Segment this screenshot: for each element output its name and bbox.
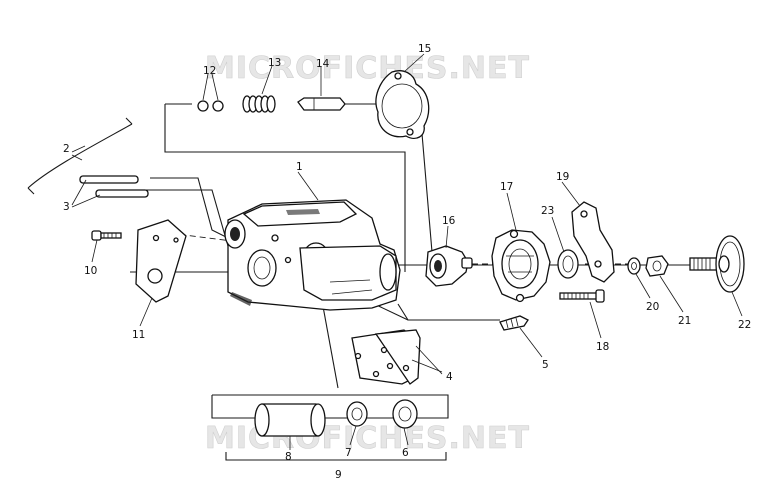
part-21-nut [645,255,669,277]
callout-15: 15 [418,43,431,55]
callout-2: 2 [63,143,70,155]
callout-4: 4 [446,371,453,383]
callout-8: 8 [285,451,292,463]
part-9-bracket [225,452,447,461]
callout-13: 13 [268,57,281,69]
part-8-cylinder [254,403,326,437]
callout-5: 5 [542,359,549,371]
part-23-washer [557,249,579,279]
part-16-valve [425,245,473,287]
part-4-reeds [351,329,421,385]
part-3-pins [79,175,149,198]
callout-10: 10 [84,265,97,277]
callout-12: 12 [203,65,216,77]
callout-21: 21 [678,315,691,327]
part-2-bracket-ends [27,117,133,195]
part-22-bolt-disc [689,235,745,293]
part-12-o-rings [197,100,224,112]
callout-11: 11 [132,329,145,341]
callout-20: 20 [646,301,659,313]
part-14-plunger [297,97,346,111]
part-17-housing [491,229,551,303]
part-10-screw [91,230,122,241]
part-20-washer [627,257,641,275]
part-2-bracket [27,123,133,189]
callout-leaders [71,53,743,450]
callout-16: 16 [442,215,456,227]
part-5-jet [499,315,529,331]
part-18-screw [559,289,605,303]
part-6-washer [392,399,418,429]
callout-6: 6 [402,447,409,459]
part-19-bracket [571,201,615,283]
callout-labels: 1 2 3 4 5 6 7 8 9 10 11 12 13 14 15 16 1… [63,43,751,481]
carburetor-body [224,199,401,311]
part-13-spring [242,95,276,113]
watermark-top: MICROFICHES.NET [205,51,530,86]
callout-23: 23 [541,205,554,217]
callout-19: 19 [556,171,569,183]
watermark-bottom: MICROFICHES.NET [205,421,530,456]
callout-14: 14 [316,58,330,70]
callout-9: 9 [335,469,342,481]
callout-22: 22 [738,319,751,331]
callout-3: 3 [63,201,70,213]
callout-18: 18 [596,341,609,353]
part-7-washer [346,401,368,427]
part-11-plate [135,219,187,303]
callout-17: 17 [500,181,513,193]
callout-7: 7 [345,447,352,459]
part-15-cover [375,70,430,140]
callout-1: 1 [296,161,303,173]
